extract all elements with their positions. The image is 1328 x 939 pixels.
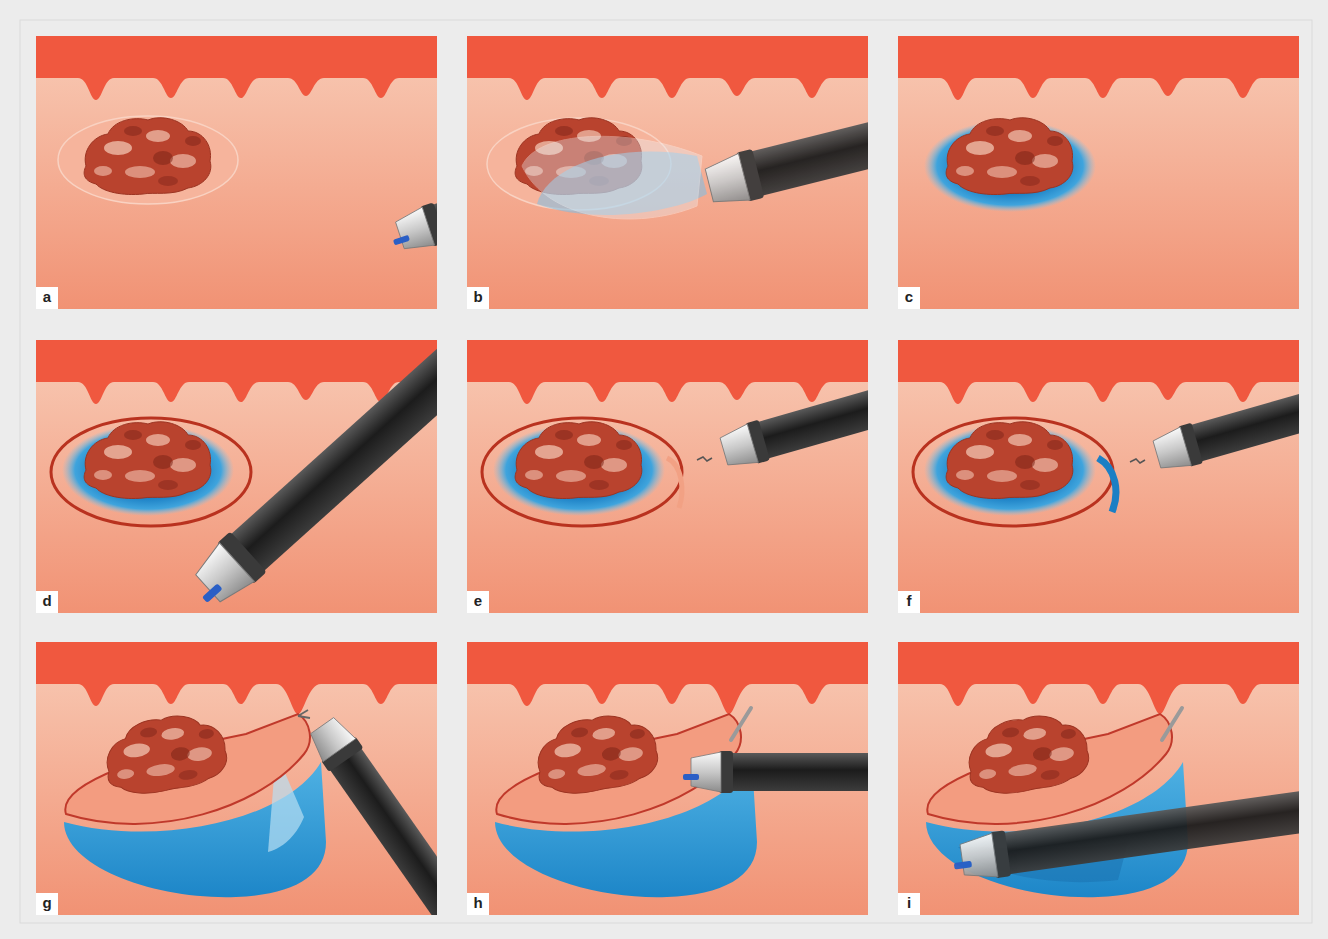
panel-letter: b: [467, 287, 489, 309]
panel-letter: d: [36, 591, 58, 613]
panel-letter: h: [467, 893, 489, 915]
panel-letter: a: [36, 287, 58, 309]
panel-letter: c: [898, 287, 920, 309]
panel-letter: e: [467, 591, 489, 613]
panel-i: [898, 642, 1328, 915]
panel-c: [898, 36, 1299, 309]
frame: [20, 20, 1312, 923]
panel-f: [898, 298, 1328, 613]
panel-letter: g: [36, 893, 58, 915]
panel-letter: i: [898, 893, 920, 915]
panel-letter: f: [898, 591, 920, 613]
